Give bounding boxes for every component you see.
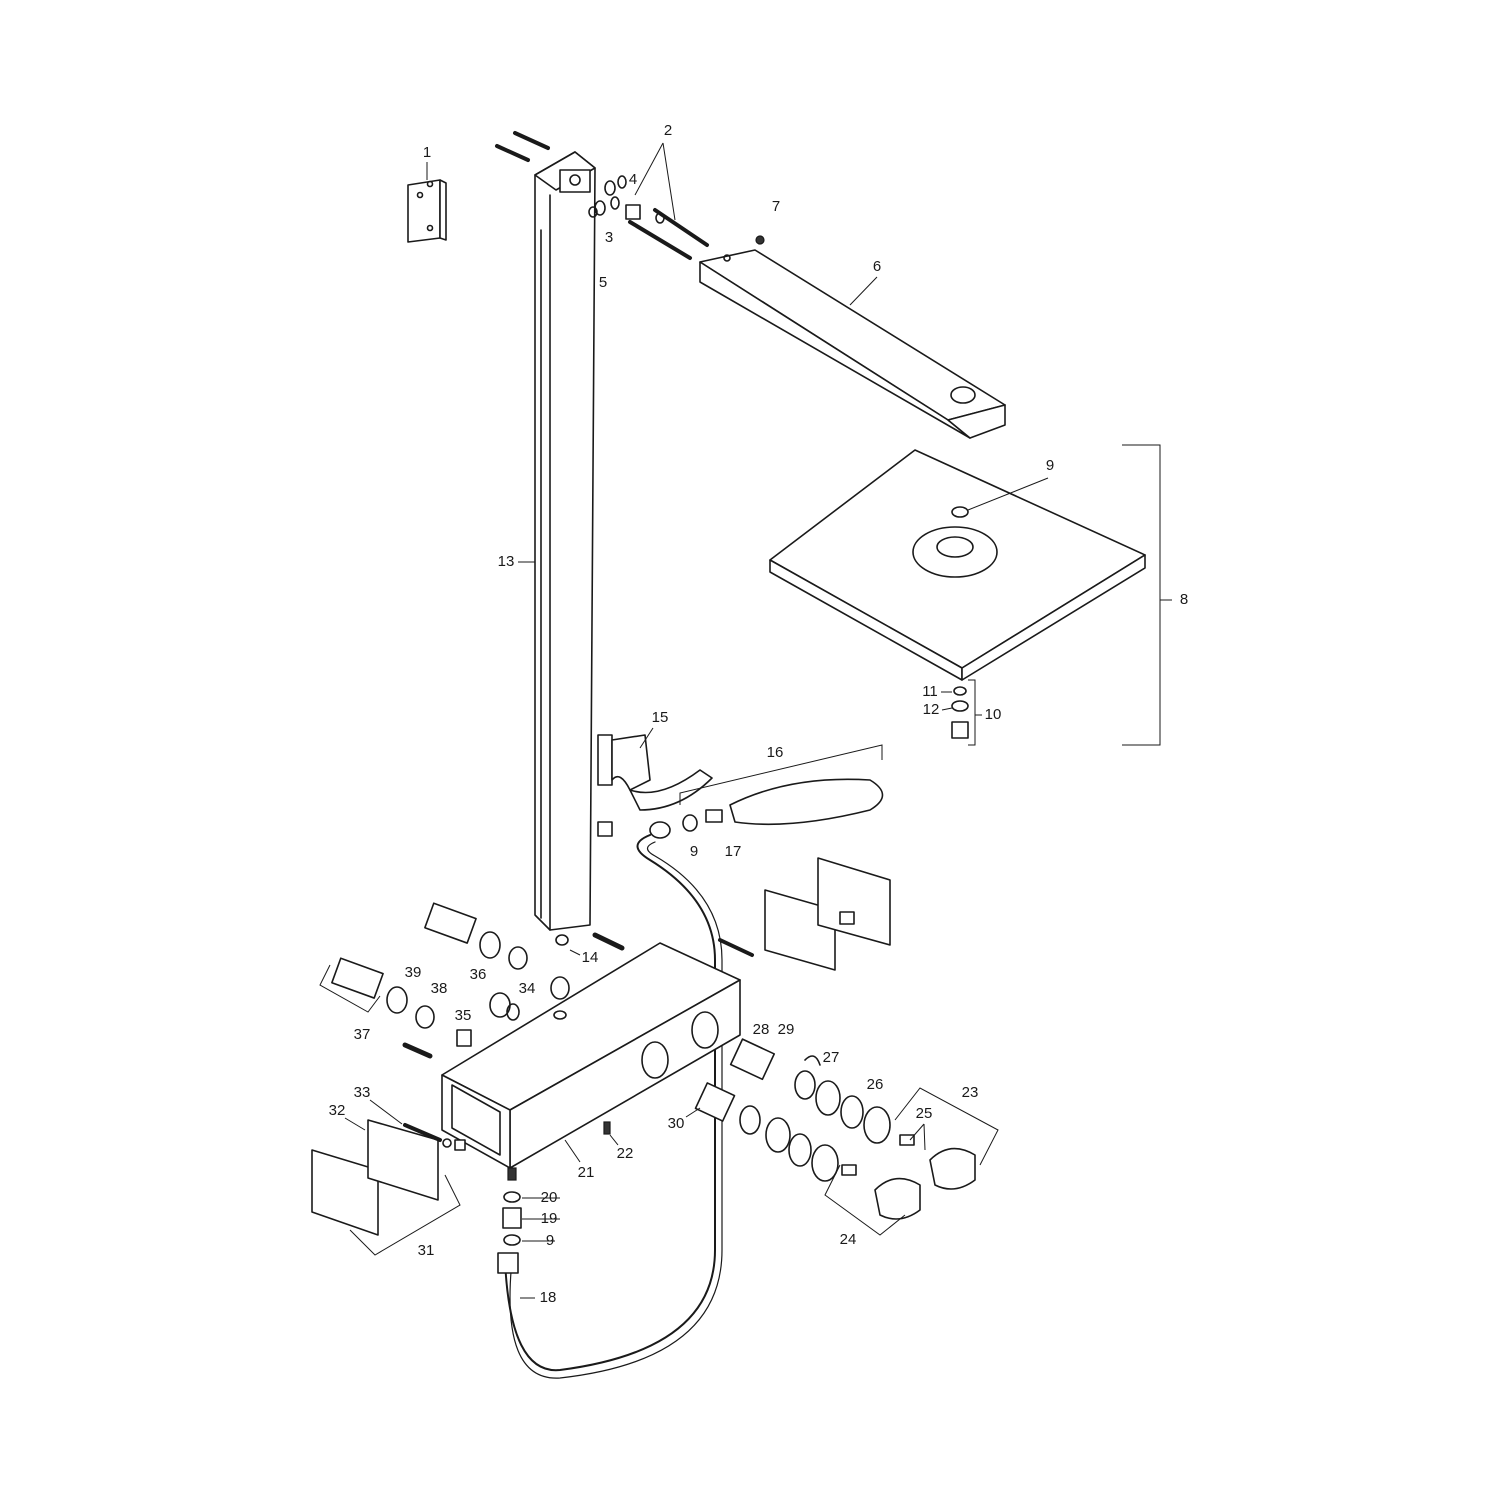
label-part: 9 xyxy=(546,1232,554,1249)
label-part: 25 xyxy=(916,1105,933,1122)
part-wall-screws xyxy=(495,131,709,260)
part-cover-panels-right xyxy=(764,857,891,971)
label-part: 21 xyxy=(578,1164,595,1181)
part-inlets-left xyxy=(319,902,754,1059)
part-outlet-set xyxy=(497,1121,611,1274)
label-part: 28 xyxy=(753,1021,770,1038)
label-part: 4 xyxy=(629,171,637,188)
label-part: 36 xyxy=(470,966,487,983)
label-part: 20 xyxy=(541,1189,558,1206)
label-part: 13 xyxy=(498,553,515,570)
label-part: 38 xyxy=(431,980,448,997)
label-part: 33 xyxy=(354,1084,371,1101)
label-part: 7 xyxy=(772,198,780,215)
part-wall-plate xyxy=(407,179,447,243)
part-thermostat-body xyxy=(441,942,741,1169)
label-part: 29 xyxy=(778,1021,795,1038)
label-part: 9 xyxy=(690,843,698,860)
label-part: 19 xyxy=(541,1210,558,1227)
label-part: 37 xyxy=(354,1026,371,1043)
part-connector-set xyxy=(951,679,976,746)
label-part: 24 xyxy=(840,1231,857,1248)
part-column xyxy=(534,151,596,931)
label-part: 39 xyxy=(405,964,422,981)
label-part: 34 xyxy=(519,980,536,997)
label-part: 9 xyxy=(1046,457,1054,474)
label-part: 5 xyxy=(599,274,607,291)
label-part: 17 xyxy=(725,843,742,860)
label-part: 12 xyxy=(923,701,940,718)
label-part: 15 xyxy=(652,709,669,726)
part-cover-panels-left xyxy=(311,1119,466,1256)
part-hose xyxy=(504,834,723,1379)
part-overhead-shower xyxy=(769,444,1161,746)
label-part: 23 xyxy=(962,1084,979,1101)
label-part: 32 xyxy=(329,1102,346,1119)
part-fittings-small xyxy=(588,175,765,245)
label-part: 16 xyxy=(767,744,784,761)
leader-lines xyxy=(344,142,1172,1299)
label-part: 26 xyxy=(867,1076,884,1093)
label-part: 14 xyxy=(582,949,599,966)
label-part: 2 xyxy=(664,122,672,139)
label-part: 8 xyxy=(1180,591,1188,608)
part-hand-shower-holder xyxy=(597,734,713,811)
label-part: 22 xyxy=(617,1145,634,1162)
label-part: 27 xyxy=(823,1049,840,1066)
label-part: 1 xyxy=(423,144,431,161)
label-part: 18 xyxy=(540,1289,557,1306)
label-part: 30 xyxy=(668,1115,685,1132)
label-part: 31 xyxy=(418,1242,435,1259)
part-cartridges-knobs xyxy=(694,1038,999,1236)
part-hand-shower xyxy=(597,744,884,839)
label-part: 35 xyxy=(455,1007,472,1024)
label-part: 6 xyxy=(873,258,881,275)
part-labels: 1 2 4 3 5 7 6 9 8 13 11 12 10 15 16 9 17… xyxy=(329,122,1189,1306)
label-part: 11 xyxy=(922,683,938,700)
label-part: 3 xyxy=(605,229,613,246)
part-shower-arm xyxy=(699,249,1006,439)
label-part: 10 xyxy=(985,706,1002,723)
